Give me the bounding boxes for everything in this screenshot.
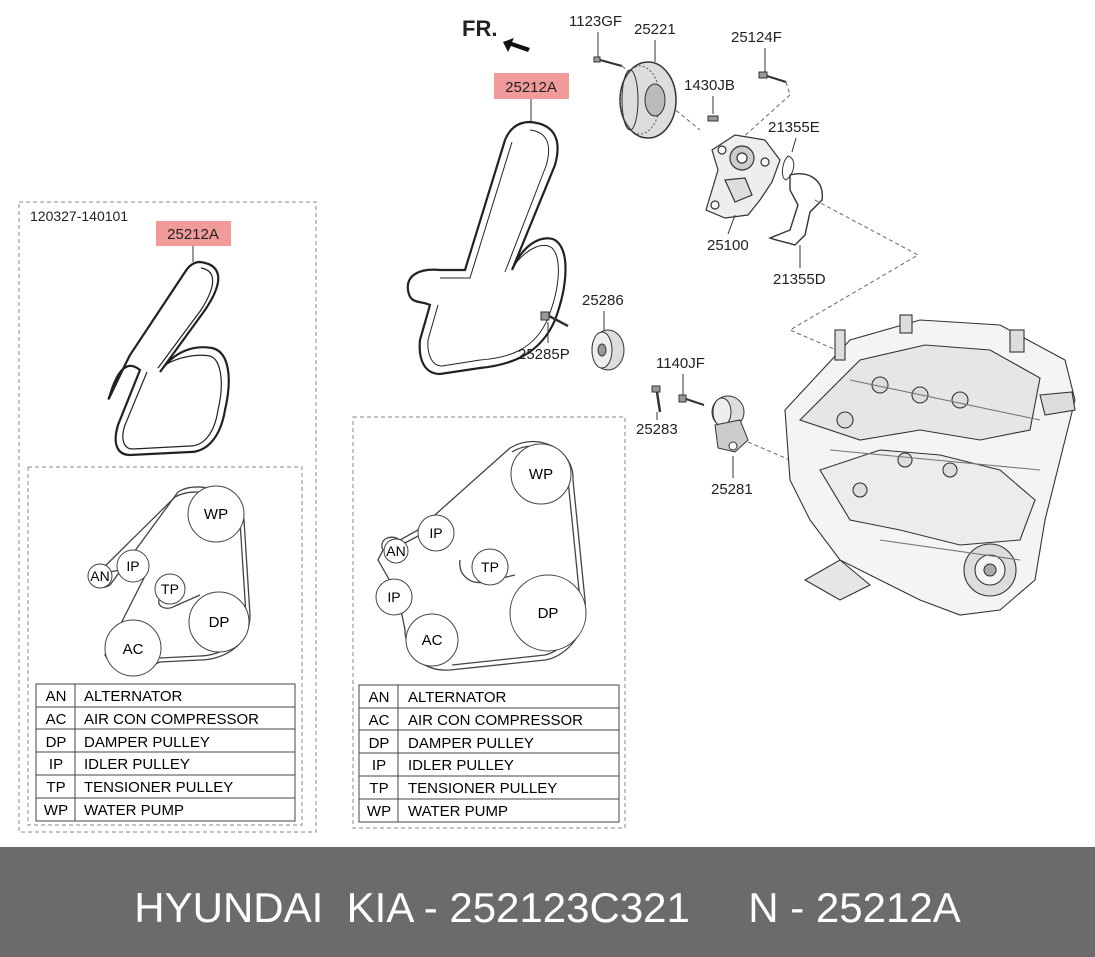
assembly-line-gasket (788, 199, 920, 356)
middle-legend-name-wp: WATER PUMP (408, 803, 508, 820)
main-belt-drawing (406, 120, 567, 376)
label-21355e: 21355E (768, 119, 820, 136)
left-pulley-an-label: AN (90, 568, 109, 584)
left-belt-drawing (107, 260, 230, 457)
left-pulley-dp-label: DP (209, 614, 230, 631)
label-1140jf: 1140JF (656, 355, 705, 372)
left-legend-code-wp: WP (44, 802, 68, 819)
left-pulley-ip (116, 549, 150, 583)
parts-diagram: FR. 120327-140101 25212A WP AN IP TP DP … (18, 13, 1076, 833)
label-25286: 25286 (582, 292, 624, 309)
middle-legend-name-dp: DAMPER PULLEY (408, 735, 534, 752)
label-25281: 25281 (711, 481, 753, 498)
label-25100: 25100 (707, 237, 749, 254)
middle-pulley-wp (510, 443, 572, 505)
label-25283: 25283 (636, 421, 678, 438)
footer-part-numbers: HYUNDAI KIA - 252123C321 N - 25212A (134, 884, 961, 931)
main-belt-highlight (494, 73, 569, 99)
left-pulley-dp (188, 591, 250, 653)
left-legend-code-dp: DP (46, 734, 67, 751)
left-pulley-tp (154, 573, 186, 605)
left-legend-code-an: AN (46, 688, 67, 705)
left-legend-name-an: ALTERNATOR (84, 688, 183, 705)
bolt-25283-icon (651, 385, 662, 413)
middle-pulley-wp-label: WP (529, 466, 553, 483)
middle-pulley-ip-upper-label: IP (429, 525, 442, 541)
middle-pulley-ac-label: AC (422, 632, 443, 649)
footer-bar (0, 847, 1095, 957)
middle-pulley-tp-label: TP (481, 559, 499, 575)
engine-block-icon (784, 314, 1076, 616)
left-belt-label: 25212A (167, 226, 219, 243)
left-legend-name-dp: DAMPER PULLEY (84, 734, 210, 751)
o-ring-21355e-icon (781, 155, 795, 181)
left-legend-table: AN ALTERNATOR AC AIR CON COMPRESSOR DP D… (35, 683, 296, 822)
water-pump-icon (705, 134, 781, 219)
middle-legend-code-tp: TP (369, 780, 388, 797)
label-25285p: 25285P (518, 346, 570, 363)
middle-pulley-an-label: AN (386, 543, 405, 559)
front-arrow-icon (503, 38, 530, 52)
left-panel-frame (18, 201, 317, 833)
bolt-25285p-icon (540, 311, 569, 328)
assembly-line-25124f (785, 81, 791, 96)
pin-1430jb-icon (707, 115, 719, 122)
label-25221: 25221 (634, 21, 676, 38)
middle-legend-code-ip: IP (372, 757, 386, 774)
left-legend-code-ip: IP (49, 756, 63, 773)
label-25124f: 25124F (731, 29, 782, 46)
bolt-1123gf-icon (593, 56, 623, 67)
middle-pulley-ac (405, 613, 459, 667)
left-pulley-wp-label: WP (204, 506, 228, 523)
idler-pulley-icon (591, 329, 625, 371)
middle-legend-name-ip: IDLER PULLEY (408, 757, 514, 774)
left-inner-frame (27, 466, 303, 826)
assembly-line-25124f-b (739, 94, 791, 141)
left-belt-highlight (156, 221, 231, 246)
main-belt-label: 25212A (505, 79, 557, 96)
leader-21355e (791, 137, 797, 153)
bolt-25124f-icon (758, 71, 787, 83)
middle-panel-frame (352, 416, 626, 829)
left-pulley-ip-label: IP (126, 558, 139, 574)
middle-legend-name-ac: AIR CON COMPRESSOR (408, 712, 583, 729)
left-pulley-ac (104, 619, 162, 677)
middle-pulley-ip-lower (375, 578, 413, 616)
left-pulley-ac-label: AC (123, 641, 144, 658)
left-legend-name-wp: WATER PUMP (84, 802, 184, 819)
left-panel-date-range: 120327-140101 (30, 208, 128, 224)
bolt-1140jf-icon (678, 394, 705, 406)
middle-legend-table: AN ALTERNATOR AC AIR CON COMPRESSOR DP D… (358, 684, 620, 823)
label-21355d: 21355D (773, 271, 826, 288)
front-marker-text: FR. (462, 16, 497, 41)
left-pulley-an (87, 563, 113, 589)
assembly-line-tensioner (747, 441, 791, 461)
water-pump-pulley-icon (619, 61, 677, 139)
middle-legend-name-an: ALTERNATOR (408, 689, 507, 706)
middle-pulley-dp-label: DP (538, 605, 559, 622)
gasket-21355d-icon (768, 173, 823, 246)
middle-legend-code-wp: WP (367, 803, 391, 820)
leader-25100 (727, 214, 736, 235)
left-legend-name-tp: TENSIONER PULLEY (84, 779, 233, 796)
left-pulley-wp (187, 485, 245, 543)
middle-pulley-ip-upper (417, 514, 455, 552)
middle-pulley-an (383, 538, 409, 564)
left-pulley-tp-label: TP (161, 581, 179, 597)
middle-legend-code-dp: DP (369, 735, 390, 752)
middle-legend-code-ac: AC (369, 712, 390, 729)
left-legend-code-tp: TP (46, 779, 65, 796)
middle-pulley-dp (509, 574, 587, 652)
left-legend-name-ac: AIR CON COMPRESSOR (84, 711, 259, 728)
middle-legend-code-an: AN (369, 689, 390, 706)
middle-pulley-tp (471, 548, 509, 586)
middle-pulley-ip-lower-label: IP (387, 589, 400, 605)
middle-legend-name-tp: TENSIONER PULLEY (408, 780, 557, 797)
left-legend-name-ip: IDLER PULLEY (84, 756, 190, 773)
label-1123gf: 1123GF (569, 13, 622, 30)
label-1430jb: 1430JB (684, 77, 735, 94)
tensioner-icon (711, 395, 749, 453)
left-legend-code-ac: AC (46, 711, 67, 728)
